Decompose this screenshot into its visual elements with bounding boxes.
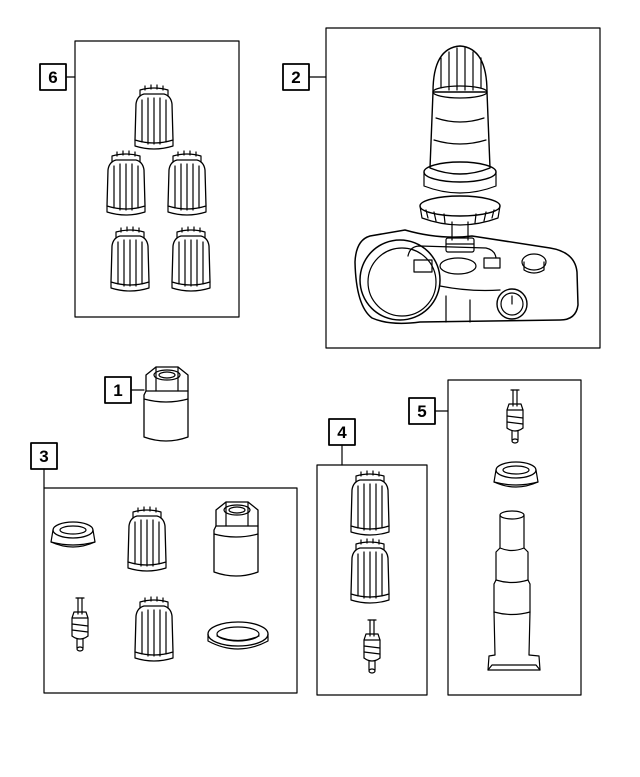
callout-6-box (39, 63, 67, 91)
group-5-frame (447, 379, 582, 696)
callout-5-box (408, 397, 436, 425)
group-4-frame (316, 464, 428, 696)
grommet-seal-icon[interactable] (493, 461, 539, 488)
group-1: 1 (104, 366, 189, 442)
valve-cap-icon[interactable] (171, 226, 211, 292)
callout-3-label: 3 (39, 447, 48, 466)
valve-cap-icon[interactable] (350, 470, 390, 536)
group-2-frame (325, 27, 601, 349)
valve-cap-icon[interactable] (167, 150, 207, 216)
callout-1[interactable]: 1 (104, 376, 132, 404)
callout-3-box (30, 442, 58, 470)
callout-6[interactable]: 6 (39, 63, 67, 91)
callout-2-label: 2 (291, 68, 300, 87)
valve-core-icon[interactable] (363, 619, 381, 674)
callout-3[interactable]: 3 (30, 442, 58, 470)
group-5: 5 (408, 379, 582, 696)
group-6-frame (74, 40, 240, 318)
group-3: 3 (30, 442, 298, 694)
valve-cap-icon[interactable] (110, 226, 150, 292)
callout-2[interactable]: 2 (282, 63, 310, 91)
lug-nut-icon[interactable] (213, 501, 259, 577)
grommet-seal-icon[interactable] (50, 521, 96, 548)
callout-4[interactable]: 4 (328, 418, 356, 446)
group-6: 6 (39, 40, 240, 318)
valve-cap-icon[interactable] (127, 506, 167, 572)
valve-cap-icon[interactable] (134, 596, 174, 662)
callout-4-box (328, 418, 356, 446)
callout-5[interactable]: 5 (408, 397, 436, 425)
lug-nut-icon[interactable] (143, 366, 189, 442)
group-2: 2 (282, 27, 601, 349)
valve-cap-icon[interactable] (106, 150, 146, 216)
valve-cap-icon[interactable] (134, 84, 174, 150)
callout-5-label: 5 (417, 402, 426, 421)
callout-6-label: 6 (48, 68, 57, 87)
callout-4-label: 4 (337, 423, 347, 442)
callout-1-box (104, 376, 132, 404)
washer-seal-icon[interactable] (207, 621, 269, 650)
valve-stem-icon[interactable] (487, 510, 541, 671)
callout-2-box (282, 63, 310, 91)
valve-cap-icon[interactable] (350, 538, 390, 604)
valve-core-icon[interactable] (71, 597, 89, 652)
callout-1-label: 1 (113, 381, 122, 400)
valve-core-icon[interactable] (506, 389, 524, 444)
group-3-frame (43, 487, 298, 694)
group-4: 4 (316, 418, 428, 696)
tpms-sensor-icon[interactable] (354, 45, 579, 325)
